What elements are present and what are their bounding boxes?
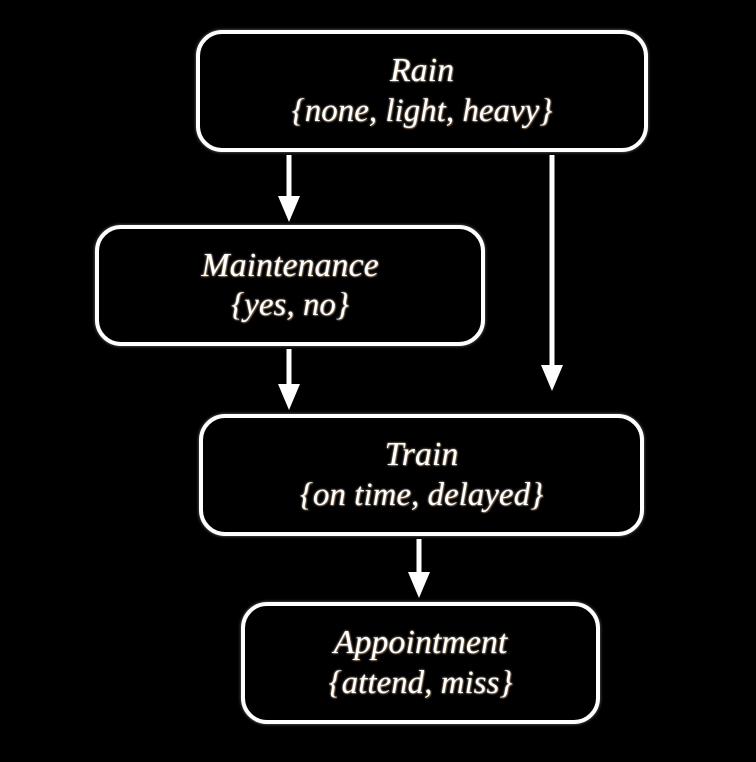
arrowhead-icon <box>408 572 430 598</box>
node-train-states: {on time, delayed} <box>299 476 544 513</box>
node-maintenance-label: Maintenance <box>201 246 379 284</box>
node-rain-label: Rain <box>389 52 455 90</box>
arrowhead-icon <box>278 196 300 222</box>
arrowhead-icon <box>541 365 563 391</box>
node-appointment-states: {attend, miss} <box>328 664 513 701</box>
node-appointment[interactable]: Appointment {attend, miss} <box>241 602 600 724</box>
node-train[interactable]: Train {on time, delayed} <box>199 414 644 536</box>
node-appointment-label: Appointment <box>333 624 508 662</box>
node-rain[interactable]: Rain {none, light, heavy} <box>196 30 648 152</box>
node-train-label: Train <box>384 436 459 474</box>
node-maintenance-states: {yes, no} <box>230 287 350 324</box>
node-rain-states: {none, light, heavy} <box>291 92 553 129</box>
arrowhead-icon <box>278 384 300 410</box>
node-maintenance[interactable]: Maintenance {yes, no} <box>95 225 485 346</box>
